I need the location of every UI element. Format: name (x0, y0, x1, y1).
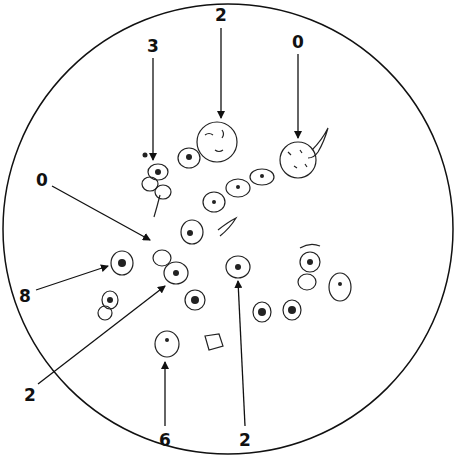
callout-number: 2 (24, 387, 36, 404)
callout-number: 6 (159, 432, 171, 449)
nuclei (107, 153, 342, 343)
callout-number: 0 (292, 34, 304, 51)
callout-number: 2 (215, 7, 227, 24)
callout-number: 8 (19, 288, 31, 305)
cells (98, 122, 351, 357)
leader-arrows (36, 28, 298, 426)
callout-number: 2 (239, 432, 251, 449)
callout-number: 3 (147, 38, 159, 55)
field-circle (3, 4, 453, 454)
callout-number: 0 (36, 172, 48, 189)
